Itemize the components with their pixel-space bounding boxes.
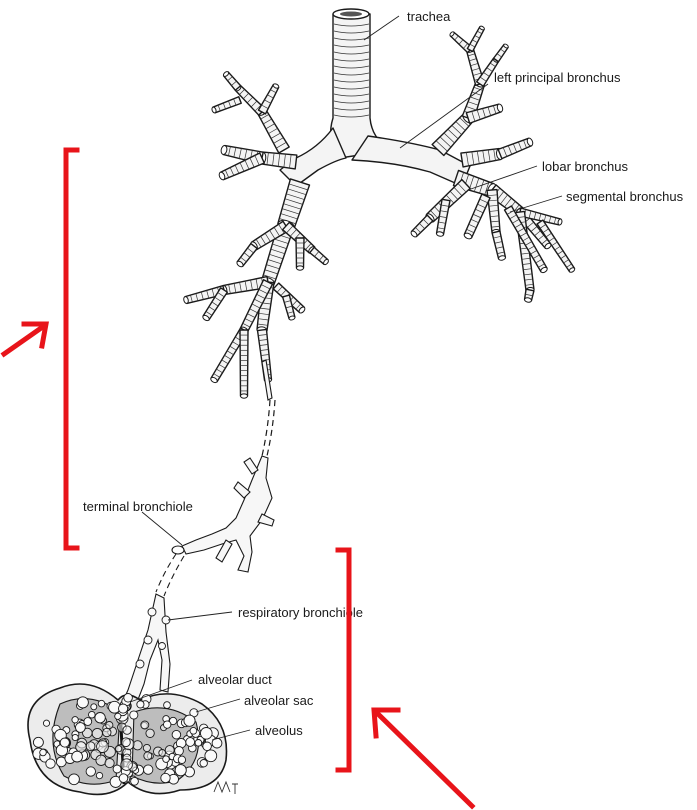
label-segmental-bronchus: segmental bronchus [510,189,684,212]
label-left-principal-bronchus-text: left principal bronchus [494,70,621,85]
red-arrow-left [4,324,46,354]
bronchial-branch [310,247,330,265]
bronchial-branch [257,107,289,153]
label-terminal-bronchiole: terminal bronchiole [83,499,193,545]
red-bracket-conducting-zone [66,150,77,548]
red-bracket-respiratory-zone [338,550,349,770]
bronchial-branch [498,137,534,158]
bronchial-branch [492,231,506,261]
alveolar-sac-cluster-drawing [28,684,227,794]
bronchial-branch [467,25,485,51]
label-respiratory-bronchiole-text: respiratory bronchiole [238,605,363,620]
label-trachea-text: trachea [407,9,451,24]
bronchial-branch [494,43,509,61]
bronchial-branch [258,83,279,114]
bronchial-branch [211,97,241,114]
label-terminal-bronchiole-text: terminal bronchiole [83,499,193,514]
artist-signature [214,782,238,794]
label-alveolar-duct-text: alveolar duct [198,672,272,687]
label-trachea: trachea [364,9,451,40]
bronchiole-chain-drawing [172,360,275,572]
bronchial-branch [236,244,257,268]
label-alveolar-sac: alveolar sac [196,693,314,712]
label-alveolar-sac-text: alveolar sac [244,693,314,708]
label-segmental-bronchus-text: segmental bronchus [566,189,684,204]
trachea-drawing [331,9,392,158]
bronchial-branch [296,238,304,270]
bronchial-branch [240,330,248,398]
bronchial-branch [410,215,433,238]
label-lobar-bronchus-text: lobar bronchus [542,159,628,174]
bronchial-branch [461,148,504,167]
red-arrow-bottom [374,710,472,806]
bronchial-branch [524,289,534,303]
bronchial-branch [223,71,241,91]
label-respiratory-bronchiole: respiratory bronchiole [168,605,363,620]
conducting-airways-drawing [28,9,576,794]
label-left-principal-bronchus: left principal bronchus [400,70,621,148]
label-alveolus-text: alveolus [255,723,303,738]
bronchial-branch [463,194,490,240]
